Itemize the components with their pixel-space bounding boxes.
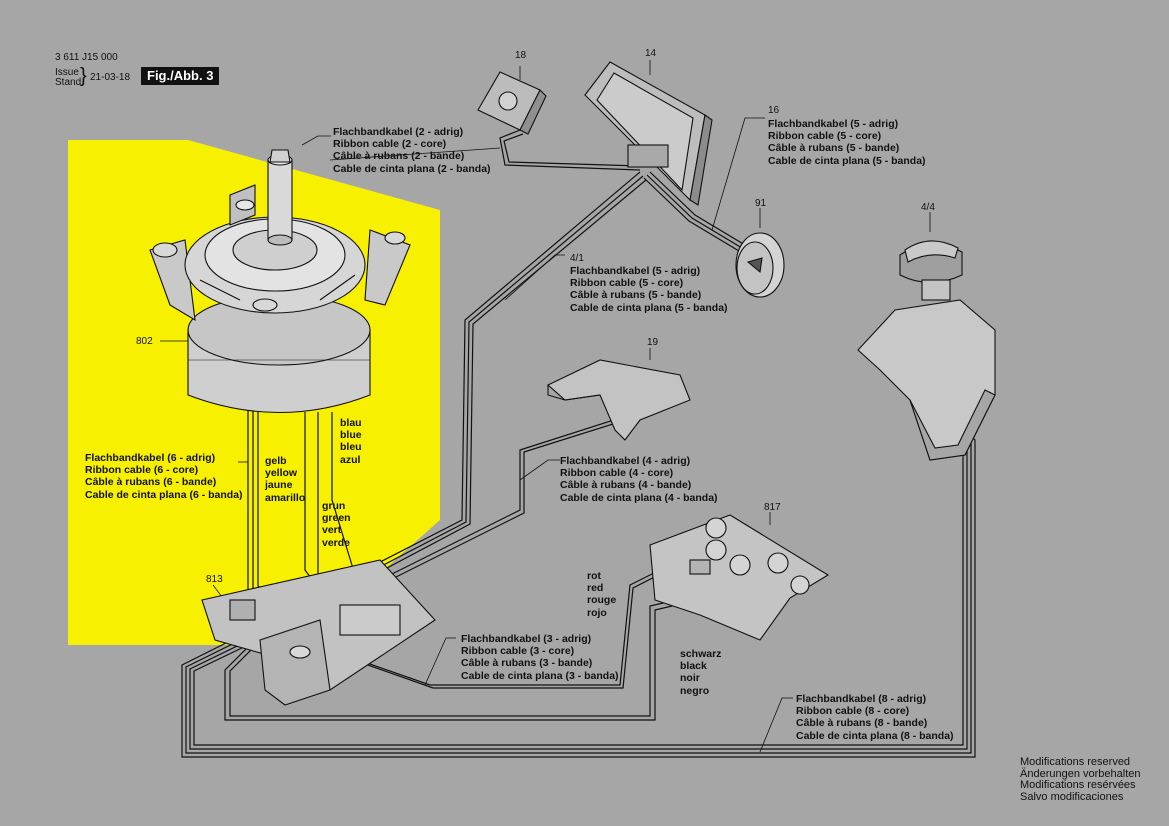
part-number-802: 802 [136,336,153,347]
part-4-4-handle [857,240,996,461]
part-number-18: 18 [515,50,527,61]
cable-label-5-core-4-1: Flachbandkabel (5 - adrig)Ribbon cable (… [570,265,728,314]
part-number-91: 91 [755,198,767,209]
part-number-813: 813 [206,574,223,585]
cable-5-core-4-1 [344,171,641,581]
cable-label-6-core: Flachbandkabel (6 - adrig)Ribbon cable (… [85,452,243,501]
part-14-display [584,61,713,206]
part-number-16: 16 [768,105,780,116]
brace-glyph: } [80,65,87,87]
cable-label-4-core: Flachbandkabel (4 - adrig)Ribbon cable (… [560,455,718,504]
part-19-bracket [547,359,691,441]
part-817-board [649,514,830,641]
issue-date: 21-03-18 [90,72,131,83]
cable-label-3-core: Flachbandkabel (3 - adrig)Ribbon cable (… [461,633,619,682]
part-number-19: 19 [647,337,659,348]
wire-black [224,589,741,721]
doc-number: 3 611 J15 000 [55,52,118,63]
issue-label: Issue [55,67,79,78]
cable-label-8-core: Flachbandkabel (8 - adrig)Ribbon cable (… [796,693,954,742]
cable-label-2-core: Flachbandkabel (2 - adrig)Ribbon cable (… [333,126,491,175]
figure-label: Fig./Abb. 3 [141,67,220,85]
motor-802 [149,149,411,414]
leader-lines [160,60,931,753]
part-number-4-4: 4/4 [921,202,935,213]
part-18-cap [477,71,547,135]
part-number-817: 817 [764,502,781,513]
cable-3-core [329,559,681,686]
part-number-4-1: 4/1 [570,253,584,264]
wire-blue [331,412,356,576]
cable-5-core-91 [649,171,751,249]
cable-label-5-core-16: Flachbandkabel (5 - adrig)Ribbon cable (… [768,118,926,167]
part-91-dial [735,232,785,298]
cable-2-core [499,129,641,171]
part-number-14: 14 [645,48,657,59]
stand-label: Stand [55,77,82,88]
part-813-board [201,559,436,706]
